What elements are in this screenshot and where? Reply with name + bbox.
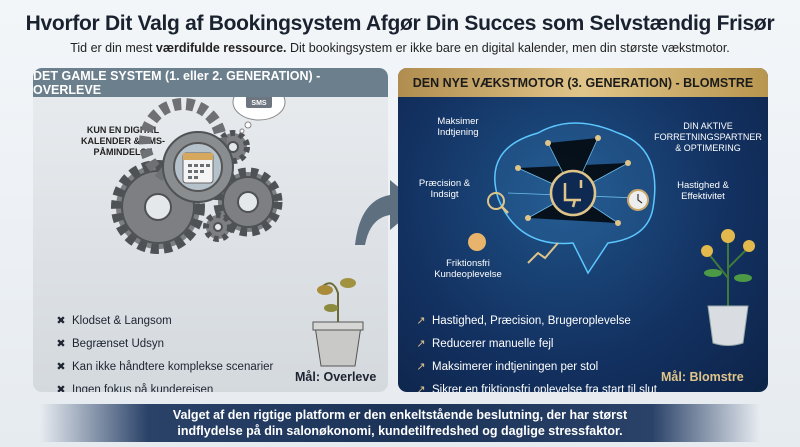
- label-maksimer: Maksimer Indtjening: [437, 116, 479, 139]
- broken-tools-icon: ✖: [56, 384, 66, 392]
- subtitle: Tid er din mest værdifulde ressource. Di…: [0, 41, 800, 55]
- old-system-heading: DET GAMLE SYSTEM (1. eller 2. GENERATION…: [33, 68, 388, 97]
- old-drawbacks-list: ✖ Klodset & Langsom ✖ Begrænset Udsyn ✖ Kan…: [55, 310, 273, 392]
- new-benefits-list: ↗ Hastighed, Præcision, Brugeroplevelse ↗…: [415, 310, 657, 392]
- list-item: ↗ Reducerer manuelle fejl: [415, 333, 657, 356]
- customer-avatar-icon: [468, 233, 486, 251]
- conclusion-banner: Valget af den rigtige platform er den en…: [40, 404, 760, 442]
- page-title: Hvorfor Dit Valg af Bookingsystem Afgør …: [25, 12, 775, 35]
- subtitle-text-end: Dit bookingsystem er ikke bare en digita…: [286, 41, 730, 55]
- label-friction: Friktionsfri Kundeoplevelse: [434, 258, 502, 281]
- label-partner: DIN AKTIVE FORRETNINGSPARTNER & OPTIMERI…: [654, 121, 762, 153]
- list-item: ✖ Kan ikke håndtere komplekse scenarier: [55, 356, 273, 379]
- list-item: ↗ Sikrer en friktionsfri oplevelse fra st…: [415, 379, 657, 392]
- salon-chair-icon: [549, 169, 597, 217]
- magnifier-icon: [487, 192, 505, 210]
- trend-up-icon: ↗: [416, 361, 426, 373]
- subtitle-bold: værdifulde ressource.: [155, 41, 287, 55]
- sms-thought-bubble-icon: [232, 97, 286, 134]
- item-text: Reducerer manuelle fejl: [432, 338, 554, 350]
- list-item: ↗ Maksimerer indtjeningen per stol: [415, 356, 657, 379]
- banner-line-1: Valget af den rigtige platform er den en…: [172, 408, 628, 422]
- broken-tools-icon: ✖: [56, 361, 66, 373]
- item-text: Klodset & Langsom: [72, 315, 172, 327]
- item-text: Ingen fokus på kunderejsen: [72, 384, 214, 392]
- trend-up-icon: ↗: [416, 315, 426, 327]
- old-system-panel: DET GAMLE SYSTEM (1. eller 2. GENERATION…: [33, 68, 388, 392]
- growth-chart-icon: [527, 242, 559, 264]
- list-item: ✖ Klodset & Langsom: [55, 310, 273, 333]
- new-system-panel: DEN NYE VÆKSTMOTOR (3. GENERATION) - BLO…: [398, 68, 768, 392]
- calendar-icon: [182, 152, 214, 184]
- new-system-heading: DEN NYE VÆKSTMOTOR (3. GENERATION) - BLO…: [398, 68, 768, 97]
- item-text: Begrænset Udsyn: [72, 338, 165, 350]
- banner-line-2: indflydelse på din salonøkonomi, kundeti…: [177, 424, 623, 438]
- trend-up-icon: ↗: [416, 338, 426, 350]
- list-item: ✖ Ingen fokus på kunderejsen: [55, 379, 273, 392]
- item-text: Kan ikke håndtere komplekse scenarier: [72, 361, 274, 373]
- broken-tools-icon: ✖: [56, 315, 66, 327]
- item-text: Hastighed, Præcision, Brugeroplevelse: [432, 315, 631, 327]
- label-precision: Præcision & Indsigt: [418, 178, 471, 201]
- broken-tools-icon: ✖: [56, 338, 66, 350]
- subtitle-text: Tid er din mest: [70, 41, 156, 55]
- old-goal: Mål: Overleve: [295, 370, 377, 384]
- ai-brain-illustration: [487, 122, 656, 275]
- list-item: ↗ Hastighed, Præcision, Brugeroplevelse: [415, 310, 657, 333]
- new-goal: Mål: Blomstre: [661, 370, 744, 384]
- wilted-plant-icon: [312, 278, 364, 367]
- sms-label: SMS: [251, 100, 267, 107]
- item-text: Sikrer en friktionsfri oplevelse fra sta…: [432, 384, 657, 392]
- trend-up-icon: ↗: [416, 384, 426, 392]
- list-item: ✖ Begrænset Udsyn: [55, 333, 273, 356]
- item-text: Maksimerer indtjeningen per stol: [432, 361, 599, 373]
- label-speed: Hastighed & Effektivitet: [677, 180, 729, 203]
- flowering-plant-icon: [701, 229, 755, 346]
- old-callout-label: KUN EN DIGITAL KALENDER & SMS-PÅMINDELSE: [80, 125, 165, 157]
- gears-illustration: SMS: [111, 97, 286, 254]
